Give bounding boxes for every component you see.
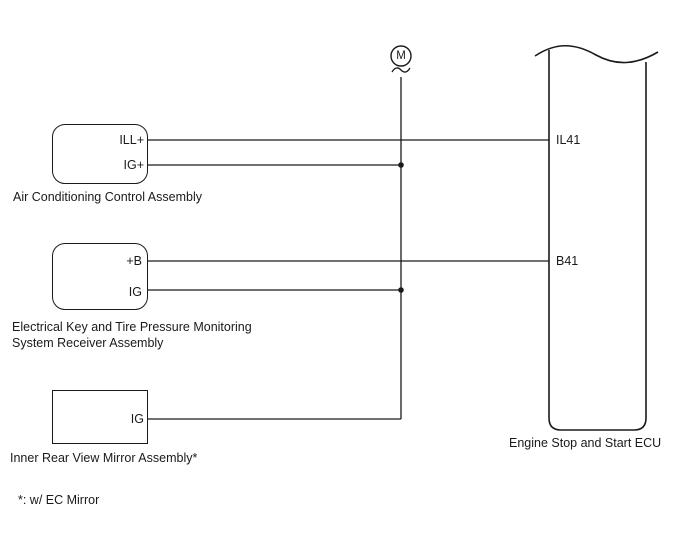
ecu-label: Engine Stop and Start ECU — [509, 436, 662, 450]
junction-dot-key — [398, 287, 404, 293]
mirror-label: Inner Rear View Mirror Assembly* — [10, 451, 198, 465]
ecu-outline — [548, 50, 647, 431]
key-receiver-box — [52, 243, 148, 310]
ecu-break-mark — [534, 45, 659, 64]
mirror-box — [52, 390, 148, 444]
pin-ig-mirror: IG — [130, 412, 144, 426]
pin-ig-key: IG — [128, 285, 142, 299]
pin-b-plus: +B — [126, 254, 142, 268]
pin-ig-plus-ac: IG+ — [123, 158, 145, 172]
key-receiver-label-line2: System Receiver Assembly — [12, 336, 164, 350]
ac-control-box — [52, 124, 148, 184]
footnote: *: w/ EC Mirror — [18, 493, 100, 507]
motor-circle — [390, 45, 412, 67]
ac-control-label: Air Conditioning Control Assembly — [13, 190, 202, 204]
motor-tilde — [391, 67, 411, 73]
key-receiver-label-line1: Electrical Key and Tire Pressure Monitor… — [12, 320, 252, 334]
pin-il41: IL41 — [556, 133, 581, 147]
pin-ill-plus: ILL+ — [119, 133, 144, 147]
motor-letter: M — [396, 50, 406, 62]
junction-dot-ac — [398, 162, 404, 168]
pin-b41: B41 — [556, 254, 579, 268]
